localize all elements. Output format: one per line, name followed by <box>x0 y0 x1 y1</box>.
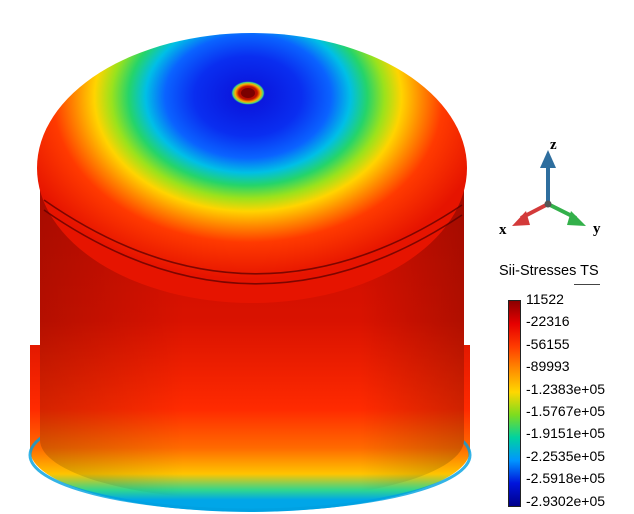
x-axis-arrow <box>512 211 530 226</box>
triad-graphic <box>512 150 586 226</box>
legend-tick-labels: 11522 -22316 -56155 -89993 -1.2383e+05 -1.576… <box>526 290 634 514</box>
y-axis-arrow <box>567 211 586 226</box>
y-axis-label: y <box>593 221 601 237</box>
legend-tick-label: -1.9151e+05 <box>526 425 606 442</box>
legend-title: Sii-Stresses TS <box>499 263 599 279</box>
legend-tick-label: -22316 <box>526 313 570 330</box>
z-axis-label: z <box>550 137 557 153</box>
legend-tick-label: -1.2383e+05 <box>526 380 606 397</box>
orientation-triad[interactable]: z x y <box>496 136 618 244</box>
legend-colorbar <box>508 300 521 507</box>
legend-tick-label: -2.9302e+05 <box>526 492 606 509</box>
z-axis-arrow <box>540 150 556 168</box>
groove-ring-2 <box>43 209 463 285</box>
legend-tick-label: -1.5767e+05 <box>526 403 606 419</box>
groove-ring-1 <box>43 199 463 275</box>
legend-title-underline <box>574 284 600 285</box>
top-dome <box>37 33 467 303</box>
x-axis-label: x <box>499 222 507 238</box>
legend-tick-label: -56155 <box>526 335 570 352</box>
legend-tick-label: 11522 <box>526 291 564 307</box>
legend-tick-label: -89993 <box>526 358 570 375</box>
legend-tick-label: -2.2535e+05 <box>526 447 606 464</box>
legend-tick-label: -2.5918e+05 <box>526 470 606 487</box>
